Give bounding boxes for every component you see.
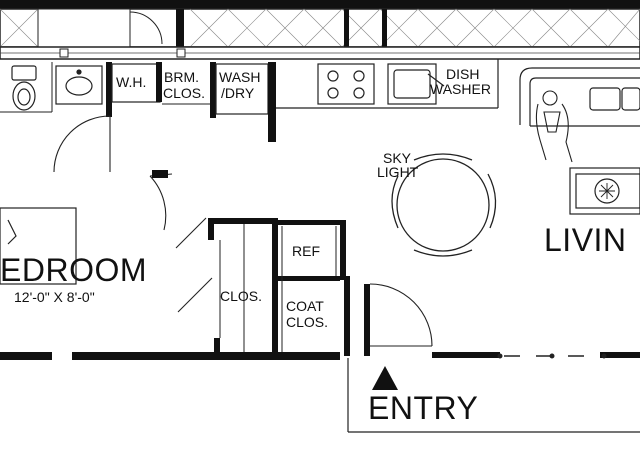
bed-icon [0, 207, 77, 285]
living-label: LIVIN [544, 222, 627, 258]
interior-walls [0, 218, 640, 360]
clos-label: CLOS. [220, 288, 263, 304]
dining-table-icon [391, 153, 497, 257]
closet-lines [219, 224, 607, 359]
top-exterior-wall [0, 0, 640, 60]
ref-label: REF [292, 243, 320, 259]
dishwasher-label-1: DISH [446, 66, 480, 82]
wh-label: W.H. [116, 74, 147, 90]
coffee-table-icon [569, 167, 640, 215]
bedroom-dimensions: 12'-0" X 8'-0" [14, 289, 95, 305]
bedroom-label: EDROOM [0, 252, 147, 288]
door-swings [53, 115, 433, 347]
stove-icon [317, 63, 375, 105]
entry-arrow-icon [372, 366, 398, 390]
wash-label-2: /DRY [221, 85, 255, 101]
entry-area [347, 358, 640, 433]
sink-icon [55, 65, 103, 105]
sofa-icon [519, 67, 640, 127]
brm-clos-label-2: CLOS. [163, 85, 206, 101]
toilet-icon [11, 65, 37, 111]
kitchen-counter [276, 59, 499, 109]
wash-label-1: WASH [219, 69, 261, 85]
skylight-label-2: LIGHT [377, 164, 419, 180]
coat-clos-label-2: CLOS. [286, 314, 329, 330]
kitchen-sink-icon [387, 63, 445, 105]
dishwasher-label-2: WASHER [430, 81, 491, 97]
armchair-person-icon [535, 90, 573, 163]
utility-closets [106, 62, 276, 142]
entry-label: ENTRY [368, 390, 479, 426]
skylight-label-1: SKY [383, 150, 412, 166]
coat-clos-label-1: COAT [286, 298, 324, 314]
brm-clos-label-1: BRM. [164, 69, 199, 85]
